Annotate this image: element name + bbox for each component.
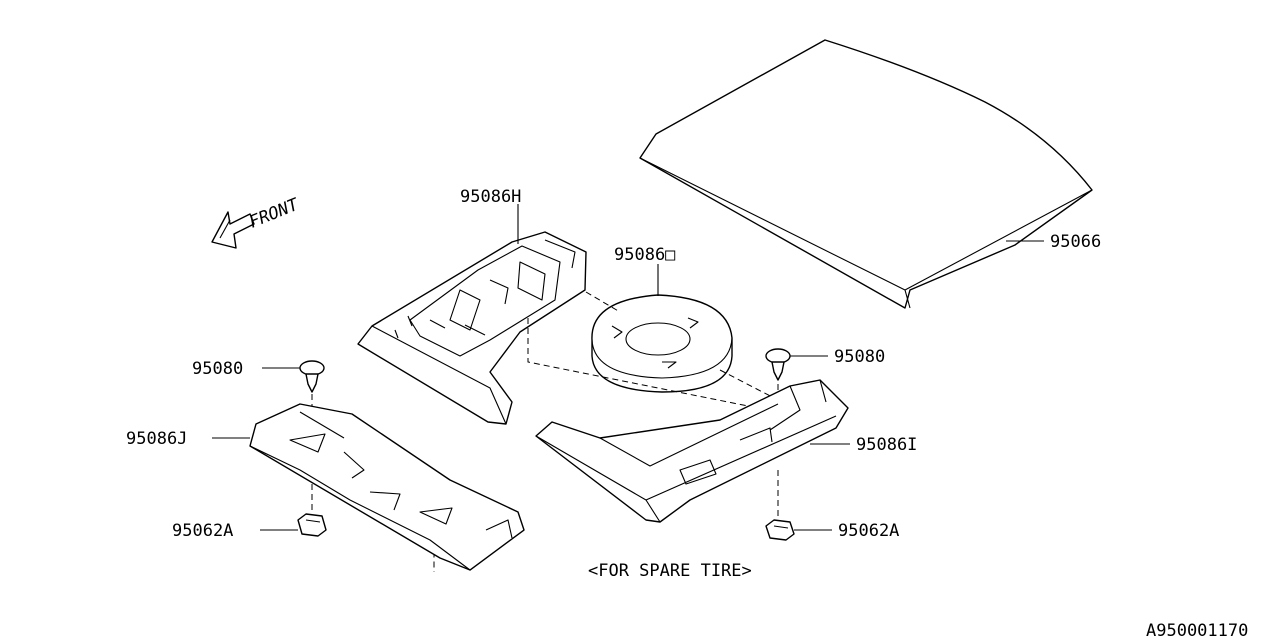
label-95080-right: 95080: [834, 347, 885, 367]
label-95080-left: 95080: [192, 359, 243, 379]
front-label: FRONT: [246, 194, 303, 232]
label-95086I: 95086I: [856, 435, 917, 455]
label-95062A-left: 95062A: [172, 521, 233, 541]
part-95066-floor-board: [639, 39, 1093, 309]
part-95086H-tray: [357, 231, 587, 425]
part-95062A-clip-right: [765, 519, 795, 541]
diagram-id: A950001170: [1146, 621, 1248, 640]
label-95086O: 95086□: [614, 245, 676, 265]
label-95066: 95066: [1050, 232, 1101, 252]
part-95086I-tray: [535, 379, 849, 523]
part-95080-clip-right: [765, 348, 791, 381]
front-arrow-icon: [211, 211, 255, 249]
label-95062A-right: 95062A: [838, 521, 899, 541]
part-95086J-tray: [249, 403, 525, 571]
dash-tray-to-spacer: [527, 291, 779, 413]
label-95086J: 95086J: [126, 429, 187, 449]
part-95062A-clip-left: [297, 513, 327, 537]
part-95086-spare-tire-spacer: [591, 294, 733, 393]
label-95086H: 95086H: [460, 187, 521, 207]
spare-tire-note: <FOR SPARE TIRE>: [588, 561, 752, 581]
part-95080-clip-left: [299, 360, 325, 393]
